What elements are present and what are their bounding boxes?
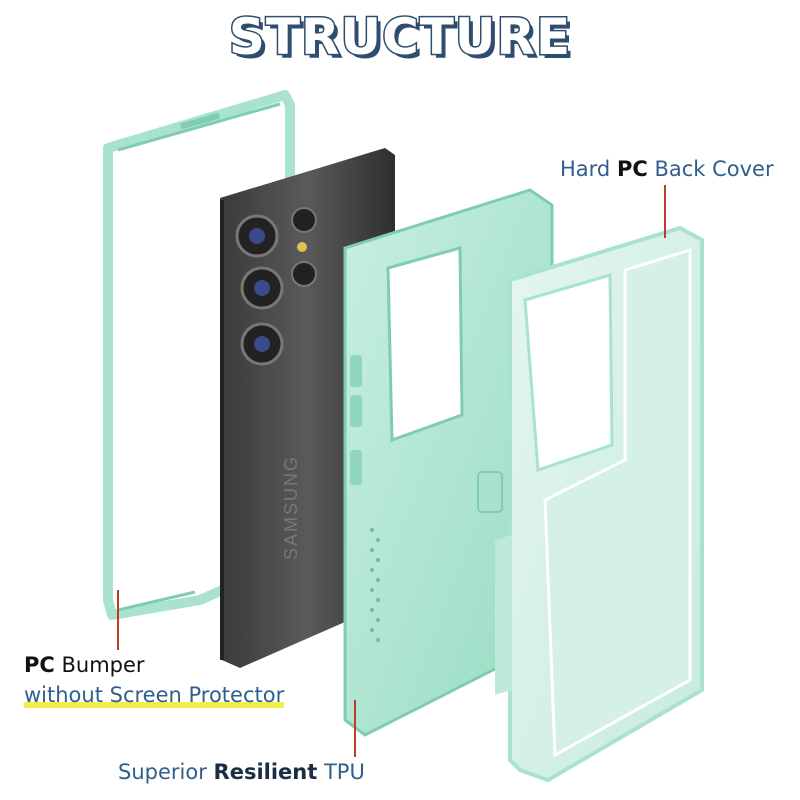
camera-lens-icon xyxy=(235,207,317,366)
tpu-part1: Superior xyxy=(118,760,207,784)
back-cover-suffix: Back Cover xyxy=(654,157,774,181)
tpu-bold: Resilient xyxy=(213,760,318,784)
back-cover-prefix: Hard xyxy=(560,157,611,181)
pc-back-cover xyxy=(495,225,704,783)
page-title: STRUCTURE xyxy=(227,7,572,68)
phone-brand-text: SAMSUNG xyxy=(281,455,301,560)
bumper-label: PC Bumper without Screen Protector xyxy=(24,650,285,710)
back-cover-label: Hard PC Back Cover xyxy=(560,157,774,181)
pointer-lines xyxy=(117,185,666,757)
bumper-subtitle: without Screen Protector xyxy=(24,680,285,710)
back-cover-bold: PC xyxy=(616,157,648,181)
bumper-bold: PC xyxy=(24,653,55,677)
bumper-suffix: Bumper xyxy=(61,653,145,677)
tpu-part3: TPU xyxy=(323,760,365,784)
tpu-label: Superior Resilient TPU xyxy=(118,760,365,784)
